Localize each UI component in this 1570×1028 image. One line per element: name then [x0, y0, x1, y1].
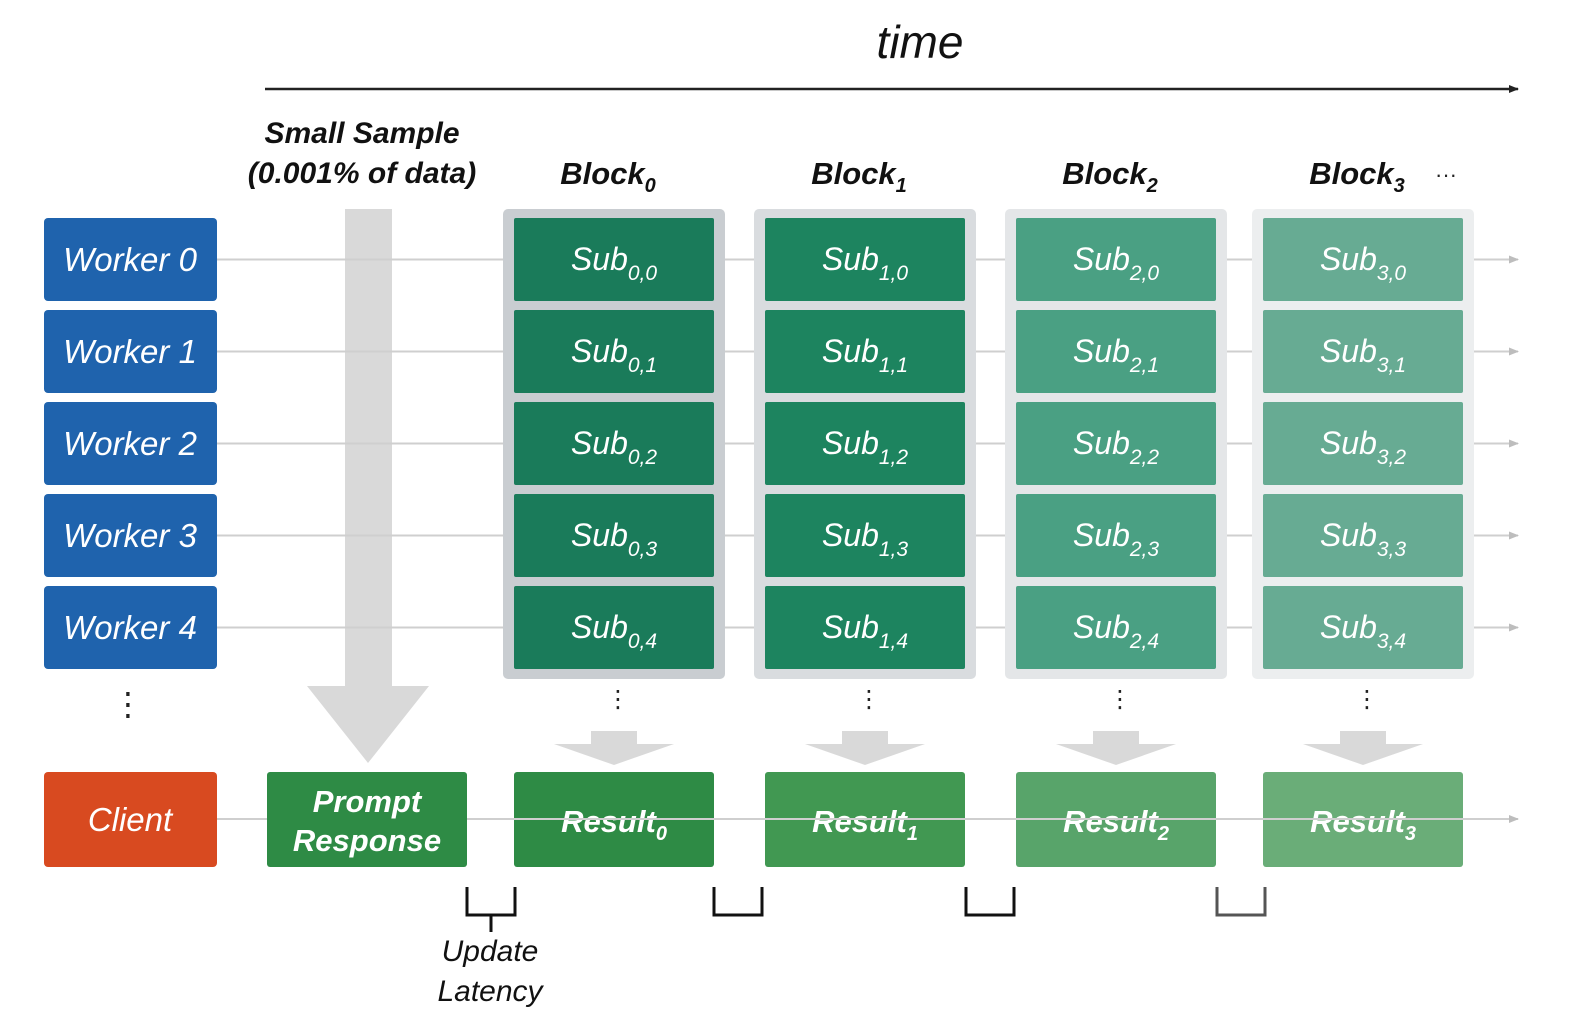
block-down-arrow-2 [1056, 731, 1176, 765]
sub-task-2-4: Sub2,4 [1016, 586, 1216, 669]
prompt-line1: Prompt [313, 784, 423, 819]
block-ellipsis-0: ⋮ [606, 686, 630, 713]
sub-task-1-0: Sub1,0 [765, 218, 965, 301]
sub-task-2-0: Sub2,0 [1016, 218, 1216, 301]
worker-box-1: Worker 1 [44, 310, 217, 393]
sample-title: Small Sample [264, 117, 459, 150]
sub-task-2-3: Sub2,3 [1016, 494, 1216, 577]
latency-bracket-0 [465, 887, 517, 917]
block-header-1: Block1 [811, 156, 907, 197]
worker-box-3: Worker 3 [44, 494, 217, 577]
block-header-3: Block3 [1309, 156, 1405, 197]
sample-subtitle: (0.001% of data) [248, 157, 476, 190]
sub-task-3-2: Sub3,2 [1263, 402, 1463, 485]
block-ellipsis-2: ⋮ [1108, 686, 1132, 713]
result-label: Result3 [1310, 804, 1416, 845]
worker-label-0: Worker 0 [63, 241, 198, 278]
result-label: Result1 [812, 804, 918, 845]
sub-task-1-4: Sub1,4 [765, 586, 965, 669]
worker-label-2: Worker 2 [63, 425, 197, 462]
sub-task-0-3: Sub0,3 [514, 494, 714, 577]
block-ellipsis-1: ⋮ [857, 686, 881, 713]
sub-task-3-3: Sub3,3 [1263, 494, 1463, 577]
latency-bracket-1 [712, 887, 764, 917]
sub-task-0-0: Sub0,0 [514, 218, 714, 301]
more-blocks-ellipsis: ··· [1435, 162, 1457, 187]
result-label: Result0 [561, 804, 667, 845]
sub-task-2-2: Sub2,2 [1016, 402, 1216, 485]
latency-label-line1: Update [442, 935, 539, 968]
latency-brackets [465, 887, 1267, 932]
latency-label-line2: Latency [437, 975, 544, 1008]
worker-box-2: Worker 2 [44, 402, 217, 485]
worker-label-4: Worker 4 [63, 609, 197, 646]
sub-task-0-1: Sub0,1 [514, 310, 714, 393]
block-down-arrow-3 [1303, 731, 1423, 765]
block-down-arrow-0 [554, 731, 674, 765]
sub-task-0-4: Sub0,4 [514, 586, 714, 669]
worker-box-4: Worker 4 [44, 586, 217, 669]
sample-down-arrow [307, 209, 429, 763]
worker-label-1: Worker 1 [63, 333, 197, 370]
block-header-0: Block0 [560, 156, 656, 197]
prompt-response-box: Prompt Response [267, 772, 467, 867]
block-header-2: Block2 [1062, 156, 1158, 197]
sub-task-0-2: Sub0,2 [514, 402, 714, 485]
block-down-arrow-1 [805, 731, 925, 765]
sub-task-3-0: Sub3,0 [1263, 218, 1463, 301]
sub-task-2-1: Sub2,1 [1016, 310, 1216, 393]
sub-task-3-4: Sub3,4 [1263, 586, 1463, 669]
result-label: Result2 [1063, 804, 1169, 845]
time-axis-label: time [877, 16, 964, 68]
latency-bracket-2 [964, 887, 1016, 917]
sub-task-1-2: Sub1,2 [765, 402, 965, 485]
prompt-line2: Response [293, 823, 441, 858]
client-box: Client [44, 772, 217, 867]
worker-label-3: Worker 3 [63, 517, 198, 554]
worker-box-0: Worker 0 [44, 218, 217, 301]
worker-ellipsis: ⋮ [112, 686, 144, 722]
worker-column: Worker 0 Worker 1 Worker 2 Worker 3 Worker 4 [44, 218, 217, 669]
sub-task-1-3: Sub1,3 [765, 494, 965, 577]
sub-task-1-1: Sub1,1 [765, 310, 965, 393]
sub-task-3-1: Sub3,1 [1263, 310, 1463, 393]
client-label: Client [88, 801, 174, 838]
block-ellipsis-3: ⋮ [1355, 686, 1379, 713]
latency-bracket-3 [1215, 887, 1267, 917]
